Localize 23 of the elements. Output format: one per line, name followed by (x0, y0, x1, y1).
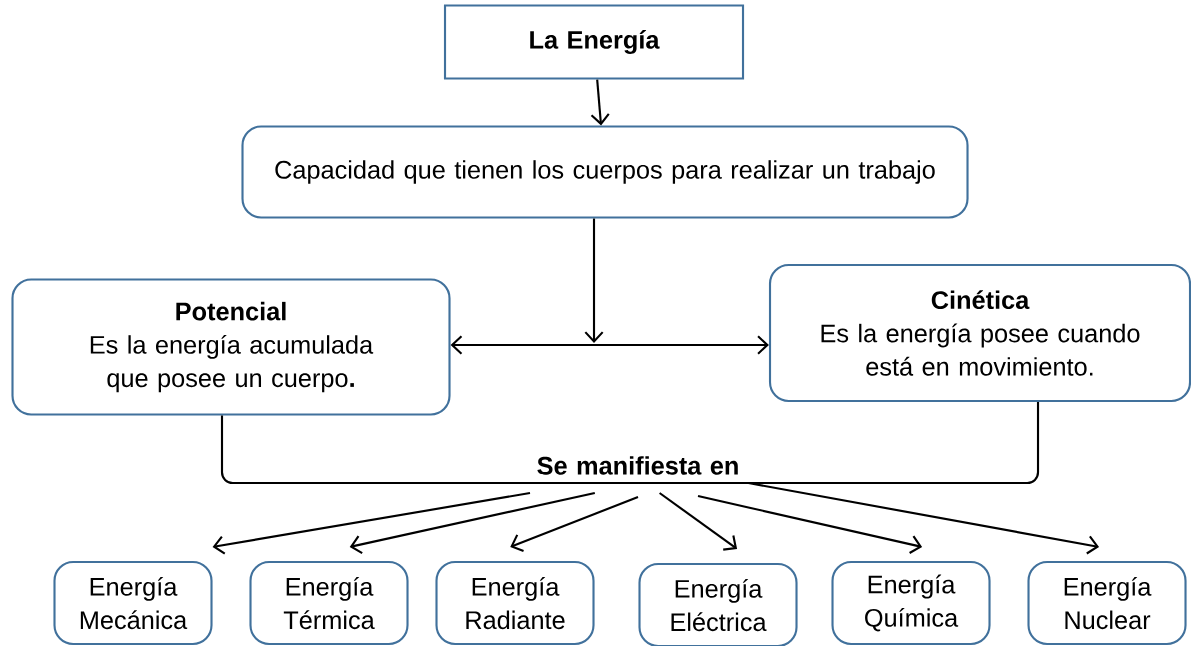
arrow (349, 491, 596, 554)
rounded-box: Cinética Es la energía posee cuando está en movimiento. (768, 263, 1191, 403)
rounded-box: Energía Radiante (435, 560, 595, 646)
rounded-box: Energía Eléctrica (638, 562, 798, 646)
arrow (748, 481, 1100, 555)
arrow (584, 218, 604, 343)
arrow (590, 79, 610, 126)
arrow (594, 335, 769, 355)
arrow (659, 492, 738, 551)
rounded-box: Potencial Es la energía acumulada que posee un cuerpo. (11, 278, 451, 416)
bracket-line (220, 415, 638, 485)
rounded-box: Energía Nuclear (1027, 560, 1187, 646)
rounded-box: Energía Térmica (249, 560, 409, 646)
rounded-box: Capacidad que tienen los cuerpos para realizar un trabajo (241, 125, 969, 219)
arrow (450, 335, 594, 355)
arrow (510, 496, 639, 553)
bracket-label: Se manifiesta en (537, 456, 738, 475)
rounded-box: Energía Química (831, 560, 991, 646)
rounded-box: Energía Mecánica (53, 560, 213, 646)
rect-box: La Energía (443, 4, 745, 80)
arrow (212, 491, 531, 555)
bracket-line (638, 402, 1040, 485)
arrow (697, 494, 923, 554)
